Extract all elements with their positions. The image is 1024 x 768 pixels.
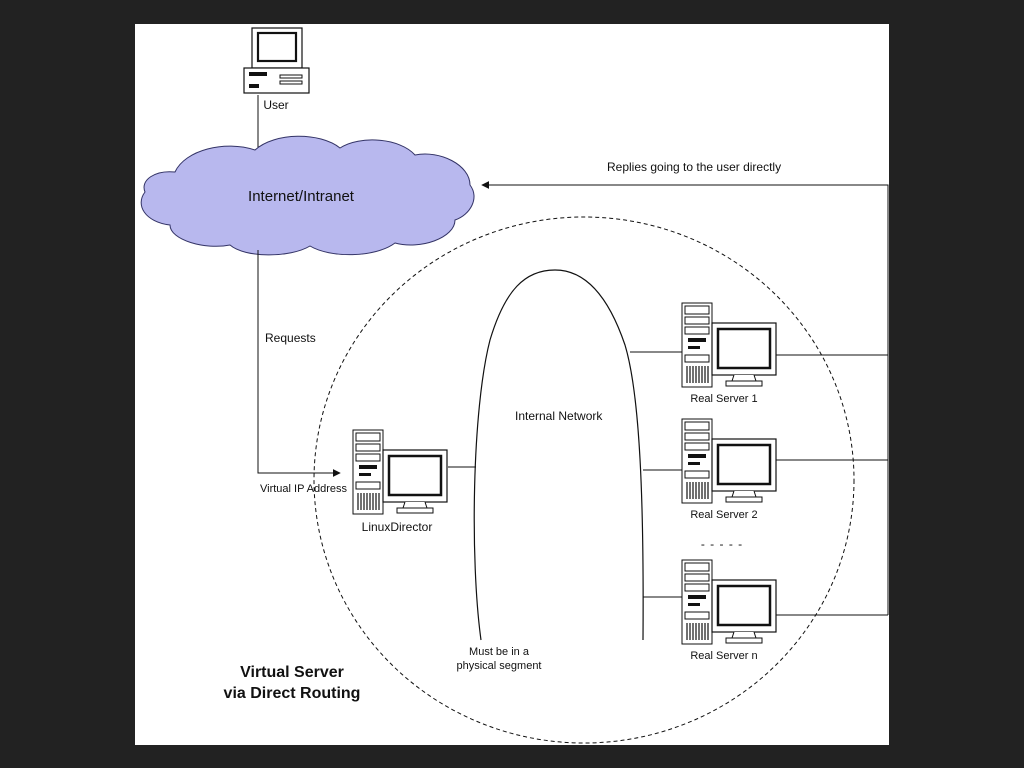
title-line-2: via Direct Routing <box>223 685 361 702</box>
real-server-2-label: Real Server 2 <box>690 509 758 521</box>
internal-network-label: Internal Network <box>515 409 603 423</box>
requests-label: Requests <box>265 331 316 345</box>
user-computer-icon <box>243 27 310 94</box>
user-label: User <box>263 98 289 112</box>
director-server-icon <box>351 428 449 516</box>
segment-label-line2: physical segment <box>456 660 542 672</box>
segment-label-line1: Must be in a <box>469 646 529 658</box>
virtual-server-boundary <box>313 216 855 744</box>
servers-ellipsis: - - - - - <box>700 537 744 551</box>
director-label: LinuxDirector <box>361 520 433 534</box>
real-server-2-icon <box>680 417 778 505</box>
internet-cloud <box>140 135 475 256</box>
real-server-1-icon <box>680 301 778 389</box>
internal-network-arch <box>473 269 644 641</box>
real-server-1-label: Real Server 1 <box>690 393 758 405</box>
replies-flow-line <box>481 181 889 615</box>
replies-label: Replies going to the user directly <box>607 160 782 174</box>
virtual-ip-label: Virtual IP Address <box>260 483 348 495</box>
title-line-1: Virtual Server <box>240 664 344 681</box>
requests-flow-line <box>257 250 341 477</box>
real-server-n-icon <box>680 558 778 646</box>
real-server-n-label: Real Server n <box>690 650 758 662</box>
diagram-title: Virtual Server via Direct Routing <box>224 662 361 704</box>
cloud-label: Internet/Intranet <box>248 188 354 205</box>
